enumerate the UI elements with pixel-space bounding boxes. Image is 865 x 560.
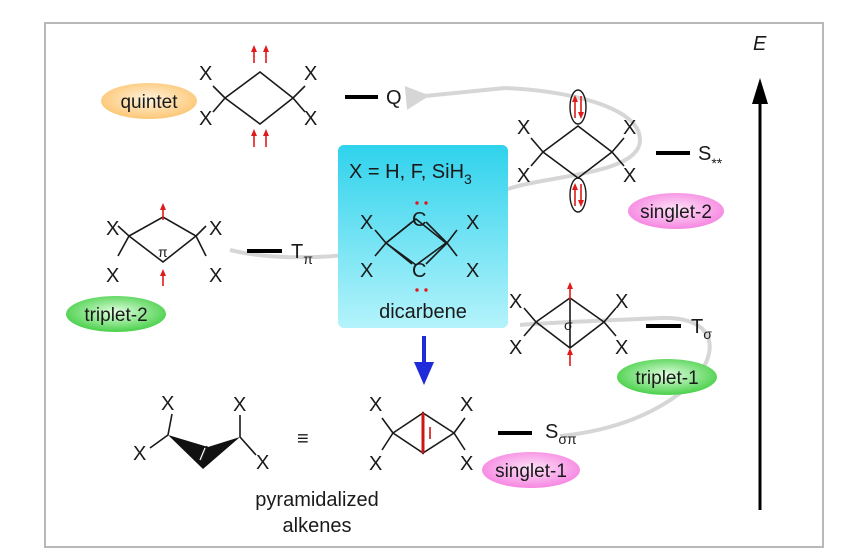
singlet1-structure: X X X X	[369, 394, 473, 475]
lobe-orbital-bottom	[569, 177, 587, 213]
svg-text:X: X	[106, 265, 119, 287]
dicarbene-caption: dicarbene	[379, 301, 467, 323]
svg-text:π: π	[158, 244, 168, 260]
svg-text:X: X	[460, 394, 473, 416]
svg-text:X: X	[209, 218, 222, 240]
singlet1-pill	[482, 452, 580, 488]
electron-arrow	[263, 129, 269, 147]
reaction-arrow	[414, 336, 434, 385]
electron-arrow	[578, 96, 584, 119]
triplet1-structure: X X X X σ	[509, 282, 628, 366]
carbon-atom-top: C	[412, 209, 426, 231]
svg-text:X: X	[623, 117, 636, 139]
electron-arrow	[572, 95, 578, 118]
substituent-formula: X = H, F, SiH3	[349, 161, 472, 187]
singlet2-structure: X X X X	[517, 89, 636, 213]
energy-axis-arrowhead	[752, 78, 768, 104]
svg-text:X: X	[466, 212, 479, 234]
svg-text:X: X	[369, 394, 382, 416]
svg-text:X: X	[304, 108, 317, 130]
singlet1-level-label: Sσπ	[545, 421, 577, 447]
svg-text:X: X	[369, 453, 382, 475]
dicarbene-box	[338, 145, 508, 328]
svg-text:X: X	[517, 165, 530, 187]
svg-text:X: X	[233, 394, 246, 416]
carbon-atom-bottom: C	[412, 260, 426, 282]
electron-arrow	[567, 348, 573, 366]
electron-arrow	[160, 203, 166, 220]
dicarbene-structure: C C X X X X	[360, 201, 479, 292]
svg-text:X: X	[304, 63, 317, 85]
svg-text:X: X	[615, 337, 628, 359]
equivalence-sign: ≡	[297, 428, 309, 450]
diagram-frame	[44, 22, 824, 548]
quintet-level-label: Q	[386, 87, 402, 109]
triplet2-level-label: Tπ	[291, 241, 313, 267]
svg-text:X: X	[161, 393, 174, 415]
pyramidalized-caption-line2: alkenes	[283, 515, 352, 537]
electron-arrow	[251, 45, 257, 63]
pyramidalized-alkene-structure: X X X X	[133, 393, 269, 474]
svg-text:σ: σ	[564, 317, 573, 333]
svg-text:X: X	[106, 218, 119, 240]
singlet1-pill-label: singlet-1	[495, 461, 567, 482]
svg-text:X: X	[460, 453, 473, 475]
svg-text:X: X	[360, 260, 373, 282]
energy-axis-label: E	[753, 33, 767, 55]
quintet-pill-label: quintet	[120, 92, 178, 113]
singlet2-pill-label: singlet-2	[640, 202, 712, 223]
svg-text:X: X	[199, 63, 212, 85]
electron-arrow	[567, 282, 573, 300]
triplet2-structure: X X X X π	[106, 203, 222, 287]
svg-text:X: X	[466, 260, 479, 282]
quintet-pill	[101, 83, 197, 119]
svg-text:X: X	[623, 165, 636, 187]
svg-text:X: X	[360, 212, 373, 234]
curve-arrow-to-quintet	[404, 85, 506, 110]
triplet1-pill-label: triplet-1	[635, 368, 698, 389]
singlet2-level-label: S**	[698, 143, 723, 171]
svg-text:X: X	[199, 108, 212, 130]
svg-text:X: X	[509, 337, 522, 359]
electron-arrow	[263, 45, 269, 63]
svg-text:X: X	[517, 117, 530, 139]
electron-arrow	[572, 183, 578, 206]
singlet2-pill	[628, 193, 724, 229]
triplet1-pill	[617, 359, 717, 395]
lobe-orbital-top	[569, 89, 587, 125]
triplet2-pill-label: triplet-2	[84, 305, 147, 326]
electron-arrow	[160, 269, 166, 286]
svg-text:X: X	[509, 291, 522, 313]
quintet-structure: X X X X	[199, 45, 317, 147]
svg-text:X: X	[209, 265, 222, 287]
svg-text:X: X	[133, 443, 146, 465]
pyramidalized-caption-line1: pyramidalized	[255, 489, 378, 511]
electron-arrow	[578, 184, 584, 207]
triplet1-level-label: Tσ	[691, 316, 712, 342]
svg-text:X: X	[615, 291, 628, 313]
electron-arrow	[251, 129, 257, 147]
svg-text:X: X	[256, 452, 269, 474]
triplet2-pill	[66, 296, 166, 332]
